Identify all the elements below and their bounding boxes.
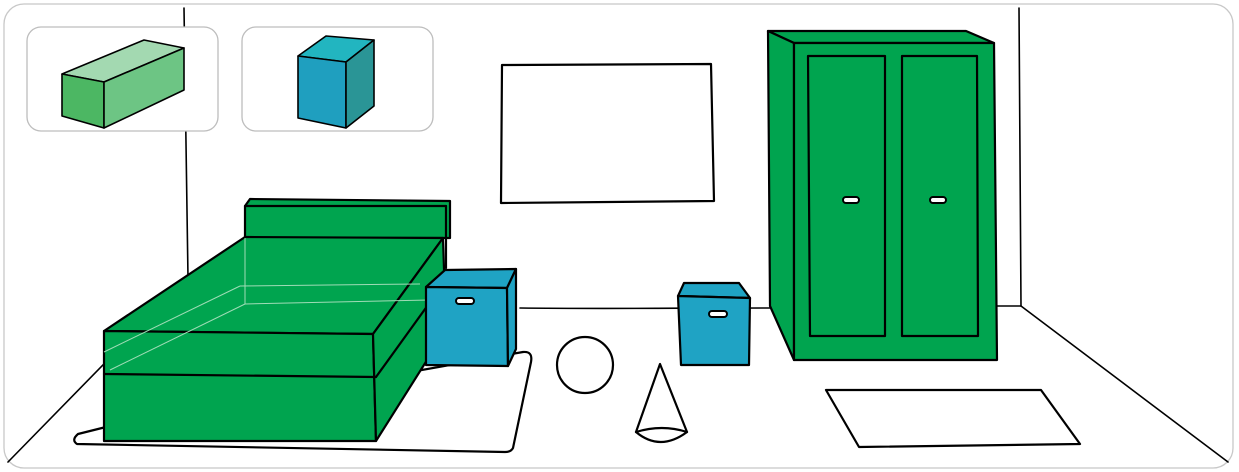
- picture-frame: [501, 64, 714, 203]
- door-handle: [930, 197, 946, 203]
- box-handle: [456, 298, 474, 304]
- reference-card-cuboid[interactable]: [27, 27, 218, 131]
- wardrobe-door-right: [902, 56, 978, 336]
- box-handle: [709, 311, 727, 317]
- wardrobe-door-left: [808, 56, 885, 336]
- wardrobe: [768, 31, 997, 360]
- small-box: [678, 283, 750, 365]
- doormat: [826, 390, 1080, 447]
- door-handle: [843, 197, 859, 203]
- reference-card-cube[interactable]: [242, 27, 433, 131]
- big-box: [426, 269, 516, 366]
- cone: [636, 364, 687, 442]
- bed: [104, 199, 450, 441]
- cube-icon: [298, 36, 374, 128]
- ball: [557, 337, 613, 393]
